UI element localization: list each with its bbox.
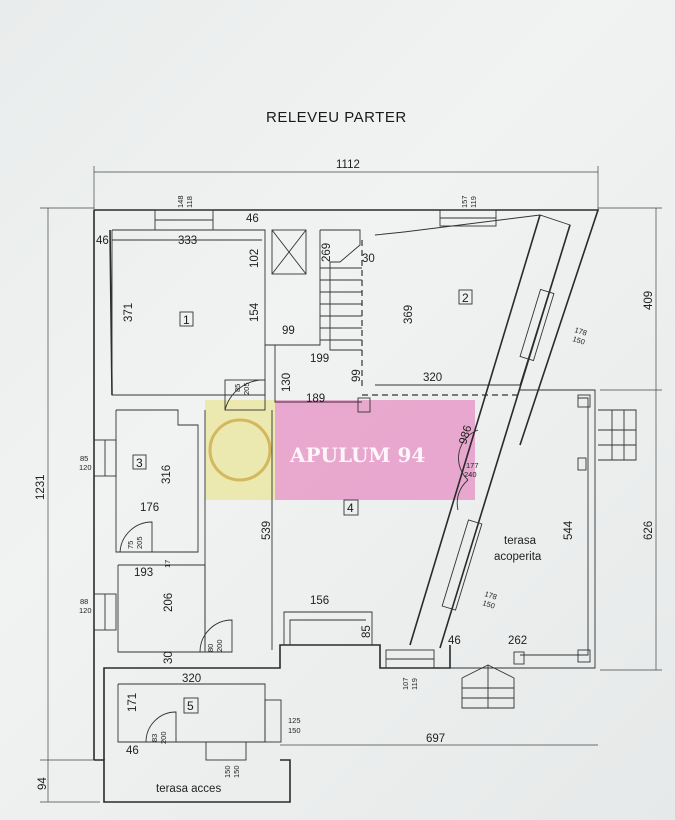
covered-terrace xyxy=(440,389,637,709)
dim-r2-win-b: 119 xyxy=(469,196,478,208)
room-3 xyxy=(93,409,199,553)
dim-d-130: 130 xyxy=(281,373,293,392)
dim-win-150-a: 150 xyxy=(571,334,586,346)
dim-win-178-b: 178 xyxy=(483,589,498,601)
dim-r3-316: 316 xyxy=(161,465,173,484)
dim-stair-102: 102 xyxy=(249,249,261,268)
dim-t-262: 262 xyxy=(508,635,527,647)
terrace-access-label: terasa acces xyxy=(156,783,221,795)
watermark-band xyxy=(275,400,475,500)
dim-win-178-a: 178 xyxy=(573,325,588,337)
dim-door-205: 205 xyxy=(242,382,251,395)
dim-d-156: 156 xyxy=(310,595,329,607)
dim-stair-199: 199 xyxy=(310,353,329,365)
dim-door-177: 177 xyxy=(466,461,479,470)
dim-win-150e: 150 xyxy=(232,765,241,778)
dim-d-189: 189 xyxy=(306,393,325,405)
dim-door-200b: 200 xyxy=(159,731,168,744)
watermark-logo-icon xyxy=(208,418,272,482)
dim-win-120b: 120 xyxy=(79,606,92,615)
dim-d-697: 697 xyxy=(426,733,445,745)
dim-r-206: 206 xyxy=(163,593,175,612)
watermark-text: APULUM 94 xyxy=(289,443,425,467)
dim-stair-99: 99 xyxy=(282,325,295,337)
room-middle-left xyxy=(93,564,233,653)
dim-r4-539: 539 xyxy=(261,521,273,540)
door-hall-1 xyxy=(224,379,266,411)
door-room-3 xyxy=(119,521,153,553)
dim-win-150c: 150 xyxy=(288,726,301,735)
dim-r2-320: 320 xyxy=(423,372,442,384)
dim-d-99: 99 xyxy=(351,369,363,382)
dim-r1-wall: 46 xyxy=(96,235,109,247)
diagonal-wall xyxy=(409,214,571,649)
room-4-tag-box xyxy=(343,499,359,516)
dim-r1-win-a: 148 xyxy=(176,195,185,208)
dim-door-85: 85 xyxy=(233,384,242,392)
room-5 xyxy=(117,649,435,761)
room-3-tag-box xyxy=(132,454,147,470)
room-5-tag-box xyxy=(183,697,199,714)
dim-win-88: 88 xyxy=(80,597,88,606)
overall-dimension-lines xyxy=(40,166,662,803)
dim-win-125: 125 xyxy=(288,716,301,725)
dim-r2-369: 369 xyxy=(403,305,415,324)
dim-win-85: 85 xyxy=(80,454,88,463)
dim-win-119: 119 xyxy=(410,678,419,690)
terrace-label-2: acoperita xyxy=(494,551,542,563)
plan-title: RELEVEU PARTER xyxy=(266,109,407,126)
dim-r3-176: 176 xyxy=(140,502,159,514)
dim-door-240: 240 xyxy=(464,470,477,479)
dim-right-top: 409 xyxy=(643,291,655,310)
dim-stair-154: 154 xyxy=(249,302,261,322)
room-2-number: 2 xyxy=(462,291,469,305)
dim-door-83: 83 xyxy=(150,734,159,742)
dim-door-200: 200 xyxy=(215,639,224,652)
exterior-walls xyxy=(93,209,600,803)
dim-t-544: 544 xyxy=(563,520,575,540)
dim-r5-320: 320 xyxy=(182,673,201,685)
dim-right-bottom: 626 xyxy=(643,521,655,540)
dim-t-46: 46 xyxy=(448,635,461,647)
dim-win-120: 120 xyxy=(79,463,92,472)
dim-d-85: 85 xyxy=(361,625,373,638)
dim-overall-height: 1231 xyxy=(35,474,47,500)
room-5-number: 5 xyxy=(187,699,194,713)
dim-win-107: 107 xyxy=(401,677,410,690)
room-2-tag-box xyxy=(458,289,473,305)
watermark-logo-bg xyxy=(205,400,275,500)
room-4-number: 4 xyxy=(347,501,354,515)
dim-door-205b: 205 xyxy=(135,536,144,549)
dim-stair-30: 30 xyxy=(362,253,375,265)
dim-r-17: 17 xyxy=(163,560,172,568)
dim-r-193: 193 xyxy=(134,567,153,579)
dim-win-150-b: 150 xyxy=(481,598,496,610)
dim-r5-171: 171 xyxy=(127,693,139,712)
dim-stair-269: 269 xyxy=(321,243,333,262)
dim-bottom-94: 94 xyxy=(37,777,49,790)
room-2 xyxy=(374,209,571,386)
dim-win-150d: 150 xyxy=(223,765,232,778)
room-3-number: 3 xyxy=(136,456,143,470)
dim-wall-46-top: 46 xyxy=(246,213,259,225)
room-1-tag-box xyxy=(179,311,194,327)
dim-r1-width: 333 xyxy=(178,235,197,247)
room-1-number: 1 xyxy=(183,313,190,327)
dim-door-80: 80 xyxy=(206,644,215,652)
dim-door-75: 75 xyxy=(126,541,135,549)
dim-r1-win-b: 118 xyxy=(185,196,194,208)
dim-d-30: 30 xyxy=(163,651,175,664)
dim-overall-width: 1112 xyxy=(336,159,360,171)
dim-r2-win-a: 157 xyxy=(460,195,469,208)
dim-r1-height: 371 xyxy=(123,303,135,322)
stair-core xyxy=(265,229,520,413)
dim-diag-986: 986 xyxy=(457,424,474,446)
terrace-label-1: terasa xyxy=(504,535,537,547)
dim-r5-46: 46 xyxy=(126,745,139,757)
